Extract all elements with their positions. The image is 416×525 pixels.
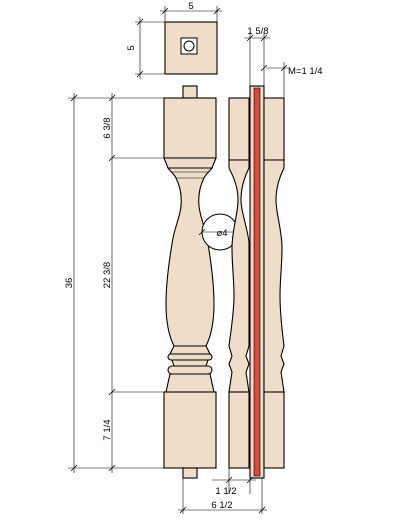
bottom-block bbox=[163, 391, 217, 469]
base-width-label: 6 1/2 bbox=[211, 500, 232, 511]
turned-section-height-label: 22 3/8 bbox=[102, 262, 113, 288]
top-block-height-label: 6 3/8 bbox=[102, 117, 113, 138]
thickness-label: 1 5/8 bbox=[247, 26, 268, 37]
top-dowel bbox=[182, 85, 198, 99]
bottom-block-height-label: 7 1/4 bbox=[102, 419, 113, 440]
turned-shaft bbox=[165, 167, 215, 347]
rail-inner-red bbox=[253, 87, 261, 477]
overall-height-label: 36 bbox=[64, 278, 75, 289]
dowel-hole-circle bbox=[183, 40, 195, 52]
top-block bbox=[163, 97, 217, 159]
top-depth-label: 5 bbox=[126, 45, 137, 50]
side-turned-profile bbox=[228, 159, 250, 393]
top-view: 5 5 bbox=[126, 1, 222, 79]
bottom-dowel bbox=[182, 467, 198, 479]
side-view: 1 5/8 M=1 1/4 1 1/2 bbox=[212, 26, 323, 497]
m-dimension-label: M=1 1/4 bbox=[288, 66, 323, 77]
front-view: ø4 36 6 3/8 22 3/8 7 1/4 6 1/2 bbox=[64, 85, 267, 514]
offset-label: 1 1/2 bbox=[215, 486, 236, 497]
top-width-label: 5 bbox=[188, 1, 193, 12]
diameter-label: ø4 bbox=[216, 228, 227, 239]
